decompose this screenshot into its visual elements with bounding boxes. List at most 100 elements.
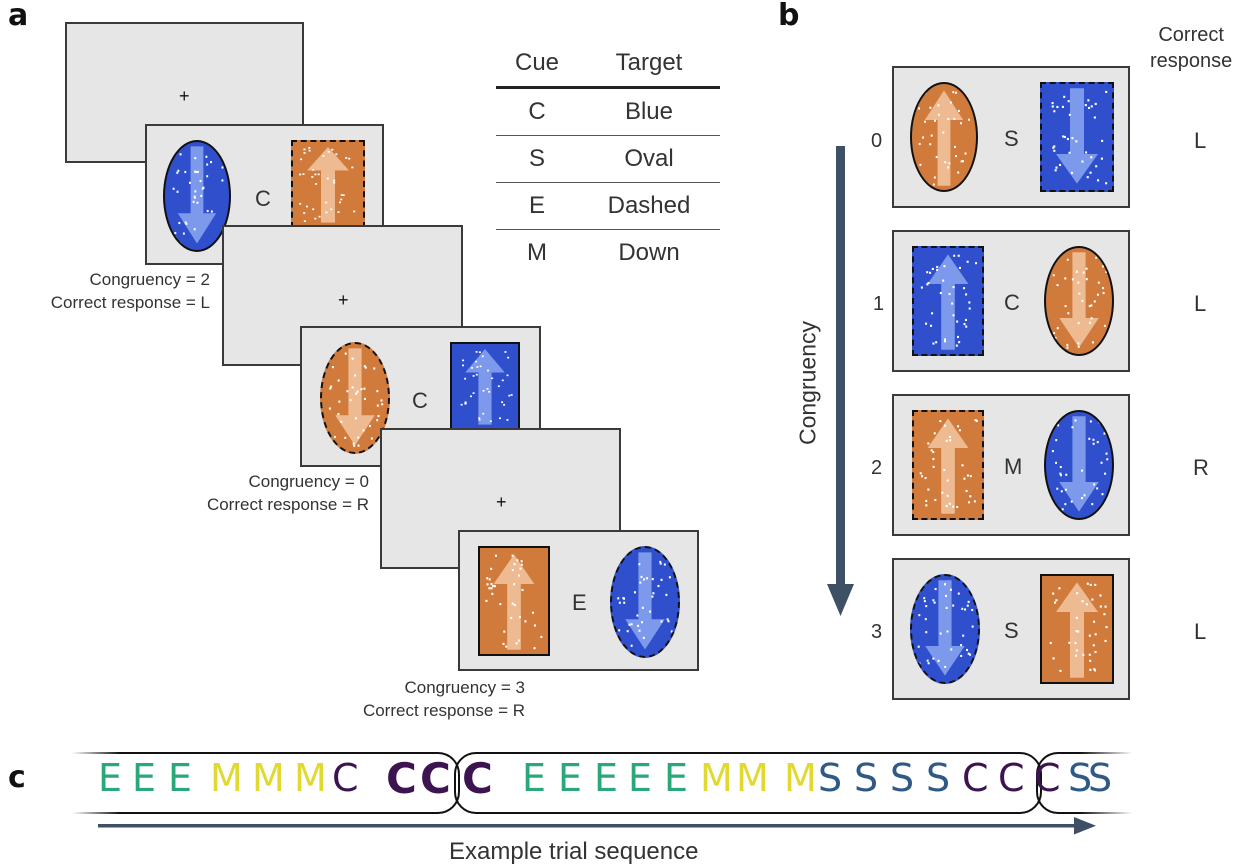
- sequence-letter: E: [98, 756, 123, 800]
- table-header-row: Cue Target: [496, 40, 720, 89]
- sequence-bracket-middle: [454, 752, 1042, 814]
- sequence-letter: C: [332, 756, 359, 800]
- trial-2-info: Congruency = 0 Correct response = R: [207, 470, 369, 516]
- correct-response-header: Correct response: [1150, 22, 1232, 74]
- congruency-text: Congruency = 3: [404, 678, 526, 697]
- orange-rect-up-stimulus: [478, 546, 550, 656]
- congruency-text: Congruency = 2: [89, 270, 211, 289]
- sequence-bracket-left: [70, 752, 460, 814]
- panel-label-c: c: [8, 760, 26, 795]
- sequence-letter: C: [998, 756, 1025, 800]
- fixation-cross: +: [338, 290, 349, 310]
- congruency-frame-0: S: [892, 66, 1130, 208]
- congruency-level: 0: [871, 130, 883, 152]
- orange-rect-up-stimulus: [1040, 574, 1114, 684]
- blue-oval-down-stimulus: [163, 140, 231, 252]
- blue-oval-down-stimulus: [610, 546, 680, 658]
- table-cell-cue: M: [527, 239, 547, 266]
- correct-response-value: R: [1193, 455, 1209, 480]
- trial-3-info: Congruency = 3 Correct response = R: [363, 676, 525, 722]
- sequence-letter: S: [818, 756, 843, 800]
- table-row: C Blue: [496, 89, 720, 136]
- sequence-letter: E: [558, 756, 583, 800]
- sequence-letter: C: [1034, 756, 1061, 800]
- header-line-1: Correct: [1158, 24, 1224, 46]
- table-cell-cue: S: [528, 145, 545, 172]
- blue-rect-up-stimulus: [912, 246, 984, 356]
- congruency-frame-1: C: [892, 230, 1130, 372]
- sequence-letter: C: [962, 756, 989, 800]
- correct-response-text: Correct response = R: [206, 495, 369, 514]
- sequence-letter: M: [784, 756, 817, 800]
- fixation-cross: +: [179, 86, 190, 106]
- table-row: E Dashed: [496, 183, 720, 230]
- blue-oval-down-stimulus: [1044, 410, 1114, 520]
- blue-rect-up-stimulus: [450, 342, 520, 430]
- cue-letter: E: [572, 590, 587, 615]
- sequence-letter: C: [462, 754, 493, 803]
- sequence-letter: C: [420, 754, 451, 803]
- correct-response-text: Correct response = R: [362, 701, 525, 720]
- trial-1-info: Congruency = 2 Correct response = L: [51, 268, 210, 314]
- cue-letter: S: [1004, 126, 1019, 151]
- sequence-letter: M: [700, 756, 733, 800]
- congruency-level: 2: [871, 457, 883, 479]
- header-target: Target: [615, 49, 683, 76]
- sequence-letter: S: [926, 756, 951, 800]
- sequence-letter: M: [294, 756, 327, 800]
- header-line-2: response: [1150, 50, 1233, 72]
- sequence-letter: E: [522, 756, 547, 800]
- blue-oval-down-stimulus: [910, 574, 980, 684]
- table-cell-target: Blue: [624, 98, 674, 125]
- cue-letter: C: [412, 388, 428, 413]
- congruency-arrow: [827, 146, 854, 616]
- orange-oval-up-stimulus: [910, 82, 978, 192]
- sequence-letter: S: [854, 756, 879, 800]
- correct-response-value: L: [1194, 128, 1207, 153]
- cue-letter: M: [1004, 454, 1023, 479]
- table-cell-target: Oval: [624, 145, 674, 172]
- sequence-letter: S: [890, 756, 915, 800]
- sequence-letter: M: [252, 756, 285, 800]
- cue-letter: C: [1004, 290, 1020, 315]
- table-row: M Down: [496, 230, 720, 276]
- header-cue: Cue: [514, 49, 560, 76]
- fixation-cross: +: [496, 492, 507, 512]
- sequence-letter: E: [628, 756, 653, 800]
- cue-letter: C: [255, 186, 271, 211]
- stimulus-frame-3: E: [458, 530, 699, 671]
- stimulus-frame-1: C: [145, 124, 384, 265]
- correct-response-text: Correct response = L: [50, 293, 210, 312]
- sequence-letter: E: [594, 756, 619, 800]
- sequence-letter: M: [736, 756, 769, 800]
- table-cell-target: Dashed: [607, 192, 691, 219]
- sequence-letter: C: [386, 754, 417, 803]
- correct-response-value: L: [1194, 619, 1207, 644]
- sequence-letter: E: [132, 756, 157, 800]
- congruency-level: 1: [873, 293, 885, 315]
- sequence-letter: M: [210, 756, 243, 800]
- congruency-text: Congruency = 0: [248, 472, 370, 491]
- congruency-level: 3: [871, 621, 883, 643]
- sequence-arrow: [98, 817, 1096, 835]
- orange-rect-up-stimulus: [912, 410, 984, 520]
- sequence-letter: S: [1068, 756, 1093, 800]
- panel-label-a: a: [8, 0, 29, 33]
- blue-rect-down-stimulus: [1040, 82, 1114, 192]
- sequence-axis-label: Example trial sequence: [449, 838, 699, 865]
- orange-oval-down-stimulus: [1044, 246, 1114, 356]
- table-row: S Oval: [496, 136, 720, 183]
- congruency-frame-2: M: [892, 394, 1130, 536]
- sequence-letter: S: [1088, 756, 1113, 800]
- orange-oval-down-stimulus: [320, 342, 390, 454]
- table-cell-target: Down: [618, 239, 680, 266]
- cue-target-table: Cue Target C Blue S Oval E Dashed M Down: [496, 40, 720, 276]
- sequence-letter: E: [168, 756, 193, 800]
- correct-response-value: L: [1194, 291, 1207, 316]
- fade-right: [1080, 745, 1150, 821]
- congruency-frame-3: S: [892, 558, 1130, 700]
- congruency-axis-label: Congruency: [794, 320, 821, 446]
- orange-rect-up-stimulus: [291, 140, 365, 228]
- table-cell-cue: C: [528, 98, 546, 125]
- fade-left: [60, 745, 120, 821]
